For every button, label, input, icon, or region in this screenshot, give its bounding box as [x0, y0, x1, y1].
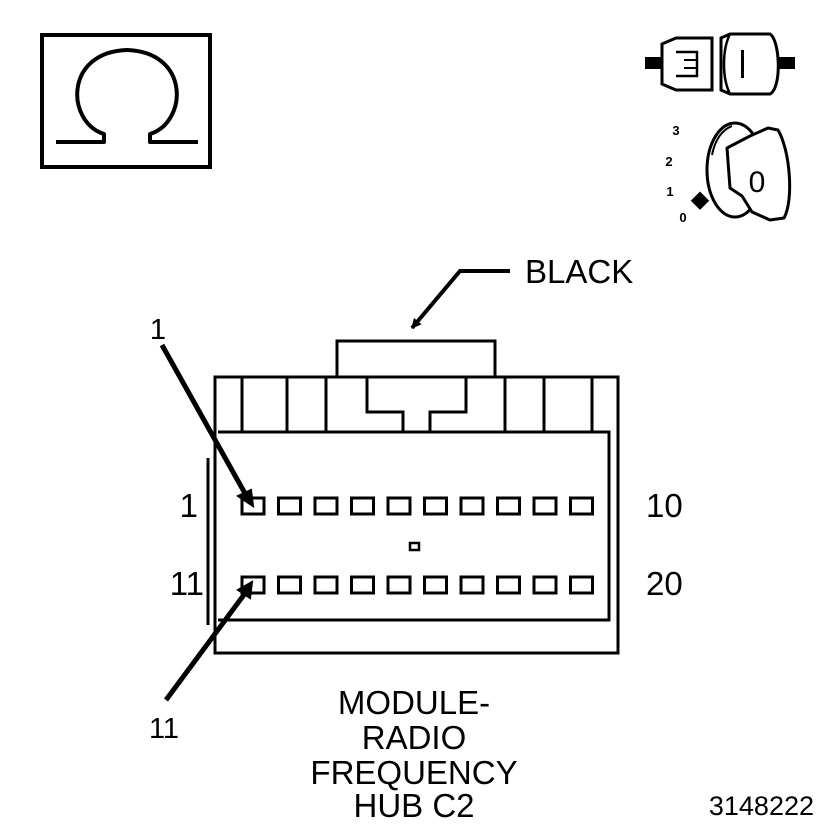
row1-end-label: 10	[646, 487, 683, 524]
ignition-position-3: 3	[672, 123, 679, 138]
pin-cavities	[240, 496, 594, 595]
caption-line-3: FREQUENCY	[310, 754, 517, 791]
pin-cavity-5	[386, 496, 412, 516]
caption-line-4: HUB C2	[353, 787, 474, 824]
pin-cavity-6	[423, 496, 448, 516]
figure-number: 3148222	[709, 791, 814, 821]
pin-cavity-14	[350, 575, 375, 595]
row1-start-label: 1	[180, 487, 198, 524]
pin-cavity-2	[277, 496, 302, 516]
pin-cavity-8	[496, 496, 521, 516]
color-callout: BLACK	[410, 253, 633, 330]
ignition-position-0: 0	[679, 210, 686, 225]
caption-line-2: RADIO	[362, 719, 467, 756]
pin-callouts: 1 11	[149, 314, 255, 745]
ohm-symbol-icon	[40, 33, 212, 169]
pin-cavity-10	[569, 496, 594, 516]
pin-callout-1: 1	[150, 314, 166, 346]
pin-cavity-18	[496, 575, 521, 595]
connector-color-label: BLACK	[525, 253, 633, 290]
pin-cavity-12	[277, 575, 302, 595]
pin-cavity-3	[313, 496, 339, 516]
row2-end-label: 20	[646, 565, 683, 602]
ignition-key-label: 0	[749, 166, 766, 199]
ignition-position-1: 1	[666, 184, 673, 199]
connector-caption: MODULE- RADIO FREQUENCY HUB C2	[310, 684, 517, 824]
pin-cavity-20	[569, 575, 594, 595]
pin-cavity-15	[386, 575, 412, 595]
pin-cavity-13	[313, 575, 339, 595]
pin-cavity-17	[459, 575, 485, 595]
caption-line-1: MODULE-	[338, 684, 490, 721]
pin-cavity-7	[459, 496, 485, 516]
ignition-position-2: 2	[665, 154, 672, 169]
pin-callout-11: 11	[149, 713, 179, 745]
ignition-key-off-icon: 3 2 1 0 0	[665, 121, 792, 225]
row2-start-label: 11	[170, 565, 204, 602]
connector-disconnect-icon	[645, 32, 795, 96]
pin-cavity-9	[532, 496, 558, 516]
connector-body	[206, 339, 620, 655]
pin-cavity-19	[532, 575, 558, 595]
pin-cavity-16	[423, 575, 448, 595]
pin-cavity-4	[350, 496, 375, 516]
